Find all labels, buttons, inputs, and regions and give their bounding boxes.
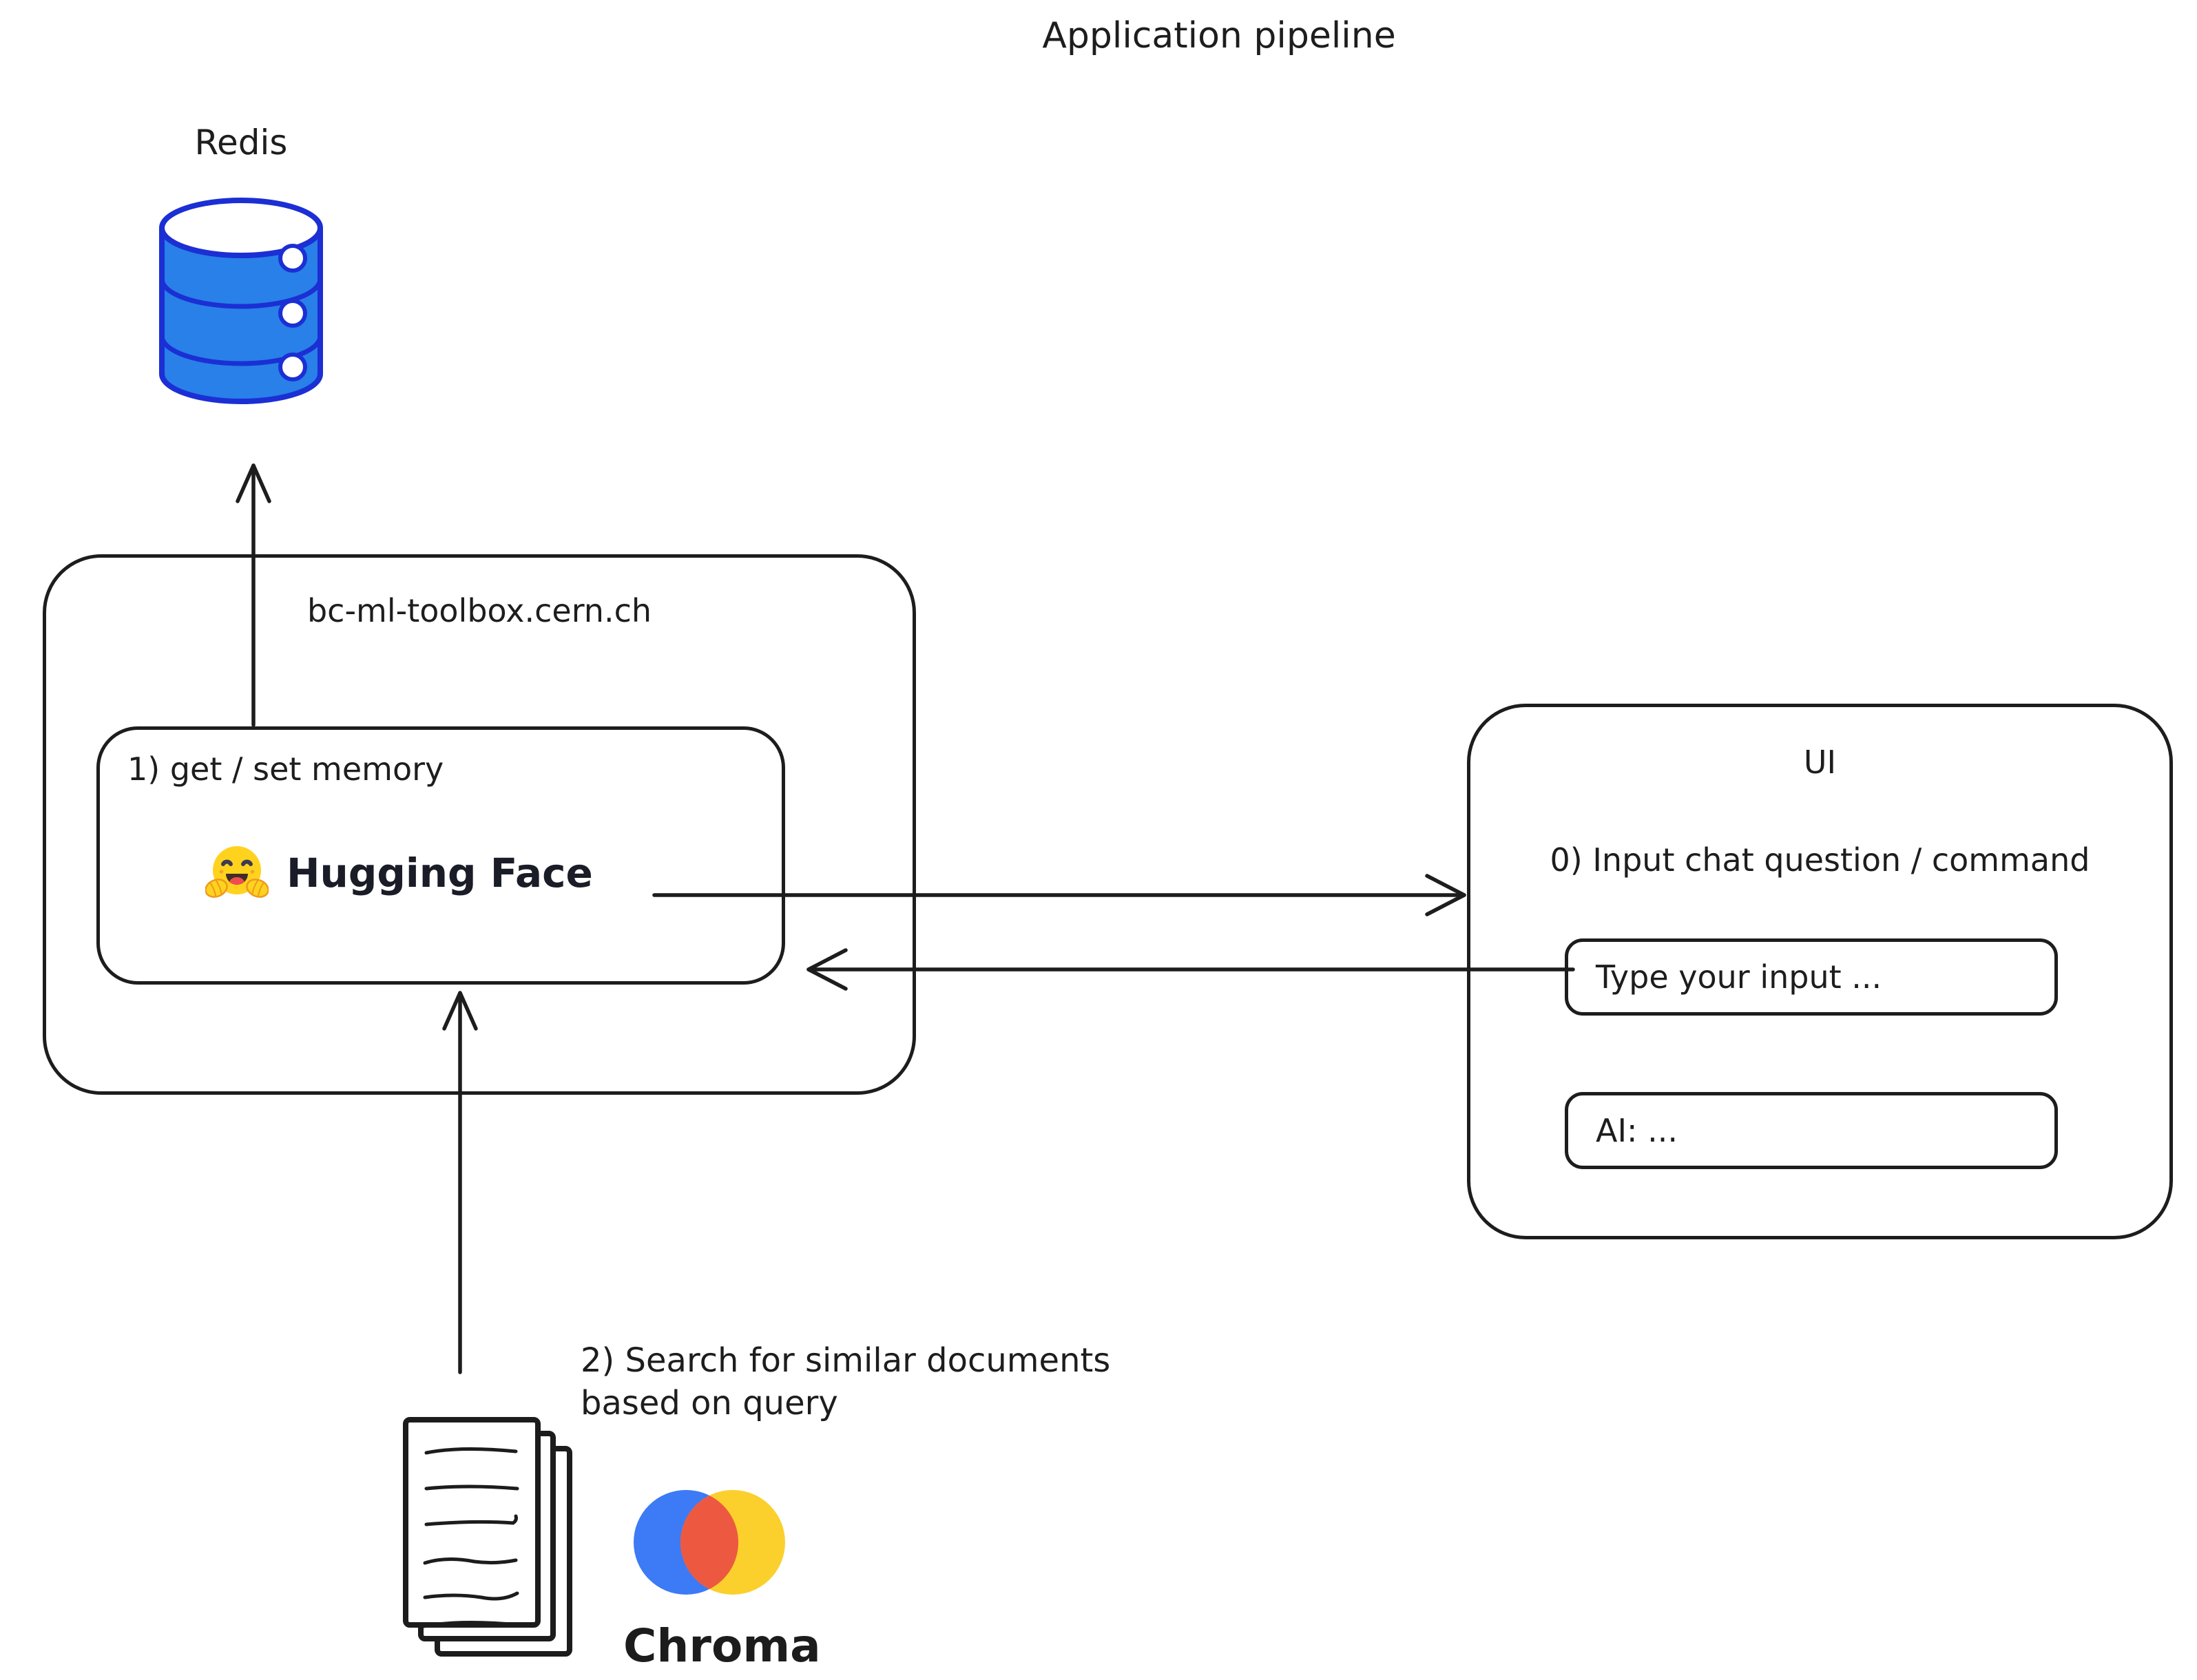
documents-stack-icon bbox=[403, 1417, 572, 1657]
step0-label: 0) Input chat question / command bbox=[1550, 841, 2090, 879]
step1-label: 1) get / set memory bbox=[127, 750, 444, 788]
hugging-face-emoji-icon bbox=[205, 846, 269, 898]
redis-label: Redis bbox=[194, 123, 288, 162]
chroma-label: Chroma bbox=[623, 1619, 821, 1672]
ai-response-box: AI: ... bbox=[1565, 1092, 2058, 1169]
ui-title-label: UI bbox=[1803, 744, 1837, 781]
chroma-logo-icon bbox=[634, 1490, 785, 1595]
chat-input-placeholder: Type your input ... bbox=[1596, 958, 1882, 996]
memory-service-box bbox=[96, 726, 785, 985]
diagram-title: Application pipeline bbox=[1042, 15, 1396, 56]
redis-database-cylinder-icon bbox=[159, 198, 323, 404]
ai-response-text: AI: ... bbox=[1596, 1112, 1678, 1149]
step2-label-line2: based on query bbox=[581, 1384, 838, 1422]
chat-input-box: Type your input ... bbox=[1565, 938, 2058, 1016]
arrow-ui-to-huggingface bbox=[806, 948, 1575, 991]
step2-label-line1: 2) Search for similar documents bbox=[581, 1341, 1111, 1380]
hugging-face-logo: Hugging Face bbox=[205, 841, 593, 905]
toolbox-domain-label: bc-ml-toolbox.cern.ch bbox=[306, 592, 652, 629]
step2-label: 2) Search for similar documents based on… bbox=[581, 1339, 1110, 1425]
hugging-face-wordmark: Hugging Face bbox=[287, 850, 593, 896]
